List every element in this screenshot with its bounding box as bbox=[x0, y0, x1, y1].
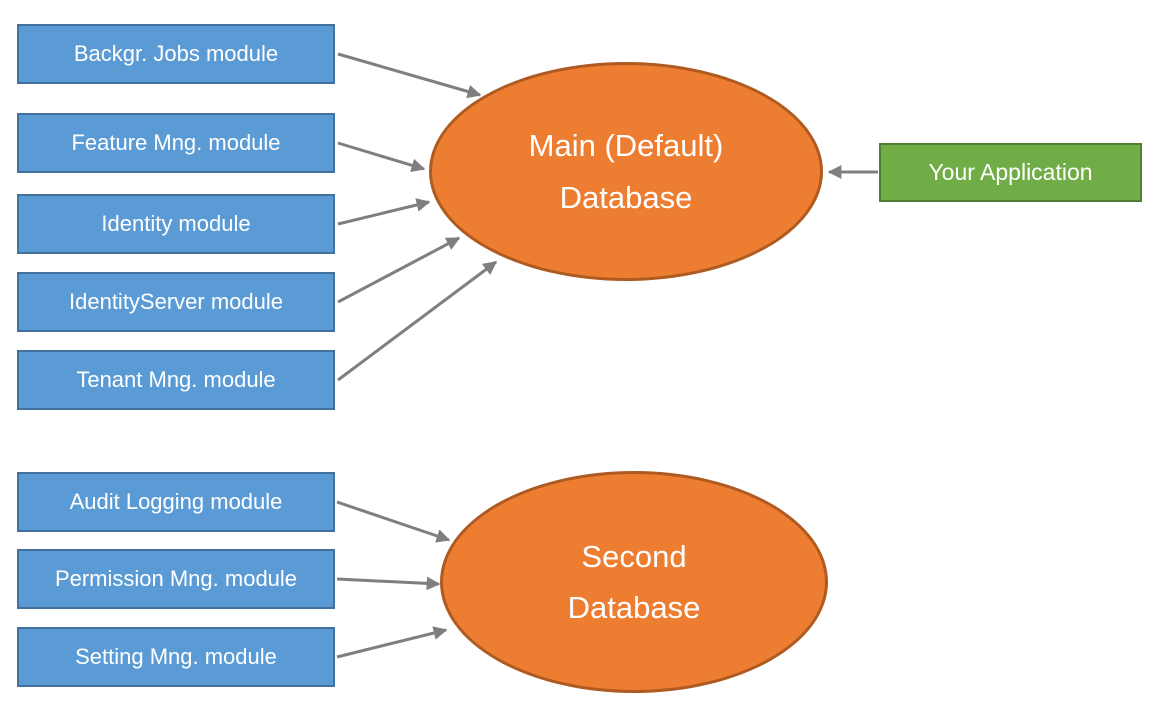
module-label: Identity module bbox=[101, 211, 251, 236]
module-box-audit-logging: Audit Logging module bbox=[17, 472, 335, 532]
second-database-label-line1: Second bbox=[581, 538, 687, 574]
arrow-tenant-mng-to-main-database bbox=[337, 260, 498, 382]
arrow-audit-logging-to-second-database bbox=[336, 500, 451, 543]
module-label: Permission Mng. module bbox=[54, 566, 298, 591]
module-box-backgr-jobs: Backgr. Jobs module bbox=[17, 24, 335, 84]
your-application-label: Your Application bbox=[928, 159, 1093, 185]
your-application-box: Your Application bbox=[879, 143, 1142, 202]
arrow-identity-to-main-database bbox=[337, 198, 431, 226]
main-database-label-line2: Database bbox=[559, 179, 693, 215]
main-database-ellipse: Main (Default) Database bbox=[429, 62, 823, 281]
module-label: Feature Mng. module bbox=[71, 130, 281, 155]
module-box-feature-mng: Feature Mng. module bbox=[17, 113, 335, 173]
module-label: Setting Mng. module bbox=[75, 644, 277, 669]
main-database-label-line1: Main (Default) bbox=[528, 128, 724, 164]
module-box-identity: Identity module bbox=[17, 194, 335, 254]
module-box-identityserver: IdentityServer module bbox=[17, 272, 335, 332]
second-database-ellipse: Second Database bbox=[440, 471, 828, 693]
module-box-permission-mng: Permission Mng. module bbox=[17, 549, 335, 609]
module-label: Backgr. Jobs module bbox=[73, 41, 279, 66]
second-database-label-line2: Database bbox=[567, 590, 701, 625]
arrow-setting-mng-to-second-database bbox=[336, 626, 448, 659]
module-label: Audit Logging module bbox=[69, 489, 283, 514]
arrow-identityserver-to-main-database bbox=[337, 236, 461, 304]
module-box-tenant-mng: Tenant Mng. module bbox=[17, 350, 335, 410]
module-box-setting-mng: Setting Mng. module bbox=[17, 627, 335, 687]
arrow-feature-mng-to-main-database bbox=[337, 141, 426, 173]
module-label: IdentityServer module bbox=[69, 289, 283, 314]
arrow-permission-mng-to-second-database bbox=[336, 576, 441, 591]
module-label: Tenant Mng. module bbox=[76, 367, 276, 392]
arrow-backgr-jobs-to-main-database bbox=[337, 52, 482, 99]
